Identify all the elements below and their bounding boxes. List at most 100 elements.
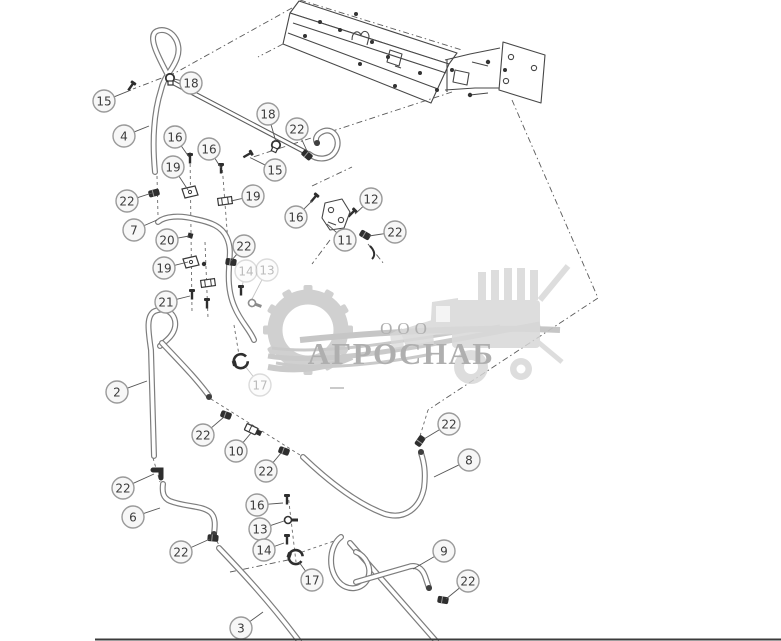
callout-leader (298, 561, 306, 572)
callout-10: 10 (224, 432, 252, 463)
callout-leader (270, 124, 277, 143)
callout-21: 21 (154, 290, 191, 314)
callout-leader (173, 78, 181, 81)
watermark-ooo: ООО (380, 319, 432, 338)
callout-leader (251, 279, 263, 300)
plate-19b (182, 255, 200, 269)
fitting-22a (147, 187, 161, 199)
callout-16: 16 (163, 125, 190, 158)
callout-leader (132, 473, 155, 484)
callout-circle (169, 540, 193, 564)
steel-tube (167, 78, 341, 162)
callout-circle (254, 459, 278, 483)
callout-number: 15 (96, 94, 111, 108)
callout-3: 3 (229, 611, 264, 640)
callout-number: 3 (237, 621, 245, 635)
callout-circle (263, 158, 287, 182)
nut-20 (187, 232, 194, 239)
callout-leader (242, 432, 252, 443)
callout-leader (267, 502, 284, 505)
callout-number: 17 (304, 573, 319, 587)
machine-bolts (303, 12, 507, 98)
callout-leader (230, 254, 238, 262)
callout-leader (301, 138, 308, 152)
callout-circle (105, 380, 129, 404)
callout-circle (92, 89, 116, 113)
callout-number: 8 (465, 453, 473, 467)
sleeve-19d (199, 277, 217, 289)
callout-circle (255, 258, 279, 282)
callout-number: 16 (167, 130, 182, 144)
callout-leader (423, 429, 440, 440)
callout-15: 15 (92, 89, 132, 113)
callout-number: 12 (363, 192, 378, 206)
callout-number: 6 (129, 510, 137, 524)
callout-number: 15 (267, 163, 282, 177)
callout-circle (241, 184, 265, 208)
callout-circle (432, 539, 456, 563)
combine-harvester-icon (390, 264, 571, 384)
callout-16: 16 (197, 137, 222, 169)
callout-circle (383, 220, 407, 244)
callout-14: 14 (252, 538, 285, 562)
bolt-16a (187, 153, 193, 164)
callout-leader (211, 416, 225, 429)
callout-22: 22 (111, 473, 155, 500)
callout-20: 20 (155, 228, 190, 252)
callout-4: 4 (112, 124, 150, 148)
callout-circle (234, 259, 258, 283)
bolt-14b (284, 534, 290, 545)
callout-circle (224, 439, 248, 463)
callout-leader (114, 89, 132, 98)
callout-number: 13 (259, 263, 274, 277)
callout-leader (270, 520, 285, 526)
callout-circle (252, 538, 276, 562)
small-parts (125, 72, 450, 605)
hose-7 (155, 213, 257, 343)
callout-number: 11 (337, 233, 352, 247)
callout-18: 18 (256, 102, 280, 143)
callout-leader (249, 611, 264, 622)
callout-circle (248, 373, 272, 397)
callout-leader (177, 235, 190, 239)
callout-leader (272, 452, 282, 463)
callout-22: 22 (285, 117, 309, 152)
callout-number: 4 (120, 129, 128, 143)
hook-fitting (369, 245, 376, 260)
callout-number: 14 (238, 264, 253, 278)
fitting-22h (206, 533, 220, 543)
callout-circle (163, 125, 187, 149)
callout-16: 16 (284, 200, 313, 229)
callout-number: 19 (165, 160, 180, 174)
callout-leader (190, 538, 211, 548)
callout-circle (456, 569, 480, 593)
callout-circle (112, 124, 136, 148)
clamp-17b (283, 546, 306, 568)
callout-circle (122, 218, 146, 242)
callout-15: 15 (250, 157, 287, 182)
callout-number: 22 (195, 428, 210, 442)
callout-circle (285, 117, 309, 141)
callout-number: 14 (256, 543, 271, 557)
callout-number: 9 (440, 544, 448, 558)
callout-number: 21 (158, 295, 173, 309)
callout-leader (354, 206, 364, 215)
callout-number: 17 (252, 378, 267, 392)
callout-number: 18 (183, 76, 198, 90)
callout-number: 19 (245, 189, 260, 203)
bolt-21b (204, 298, 210, 309)
callout-leader (137, 192, 153, 199)
callout-13: 13 (251, 258, 279, 300)
callout-number: 22 (258, 464, 273, 478)
watermark: ООО АГРОСНАБ (263, 264, 571, 389)
callout-number: 22 (460, 574, 475, 588)
callout-17: 17 (298, 561, 324, 592)
callout-11: 11 (326, 223, 357, 252)
callout-number: 7 (130, 223, 138, 237)
callout-12: 12 (354, 187, 383, 215)
clamp-18a (164, 72, 176, 86)
callout-13: 13 (248, 517, 285, 541)
hose-6 (159, 481, 218, 537)
callout-circle (191, 423, 215, 447)
